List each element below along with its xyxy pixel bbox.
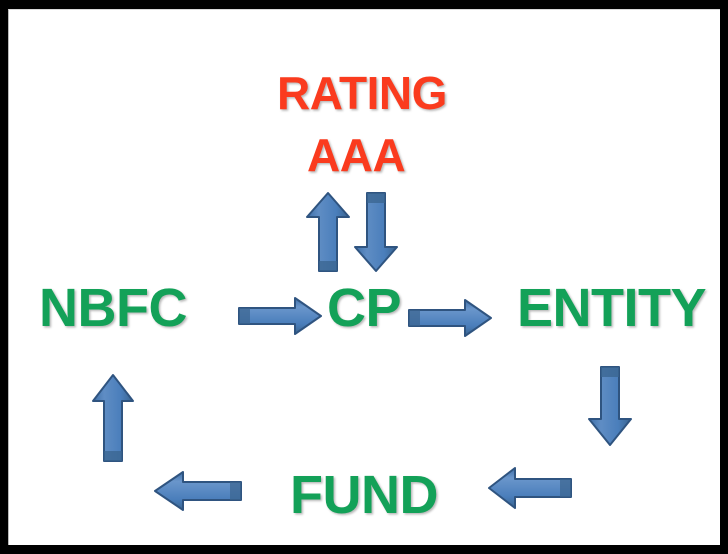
arrow-left-icon-fund-to-nbfc — [153, 470, 243, 512]
arrow-right-icon-nbfc-to-cp — [237, 296, 323, 336]
node-nbfc-label: NBFC — [39, 278, 187, 338]
arrow-up-icon-cp-to-rating — [305, 191, 351, 273]
diagram-canvas: RATING AAA NBFC CP ENTITY FUND — [8, 9, 720, 545]
node-entity-label: ENTITY — [517, 278, 707, 338]
node-fund-label: FUND — [290, 465, 438, 525]
arrow-down-icon-entity-to-fund — [587, 365, 633, 447]
arrow-left-icon-entity-to-fund — [487, 466, 573, 510]
arrow-right-icon-cp-to-entity — [407, 298, 493, 338]
arrow-down-icon-rating-to-cp — [353, 191, 399, 273]
arrow-up-icon-fund-to-nbfc — [91, 373, 135, 463]
node-cp-label: CP — [327, 278, 402, 338]
node-rating-label: RATING — [277, 67, 447, 119]
node-aaa-label: AAA — [307, 129, 406, 181]
